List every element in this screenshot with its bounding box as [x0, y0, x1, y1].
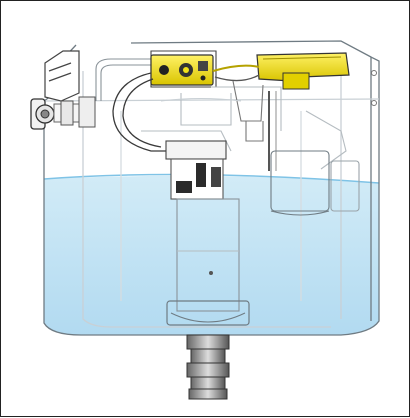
mounting-screws: [371, 70, 377, 106]
electronic-control-module-icon: [150, 54, 214, 86]
inlet-valve-icon: [30, 96, 96, 130]
wiring: [112, 64, 260, 152]
side-bracket: [44, 50, 80, 102]
float-assembly: [270, 150, 360, 216]
electronic-actuator-icon: [256, 52, 350, 90]
upper-mechanism: [95, 50, 347, 171]
flush-valve-icon: [165, 140, 250, 326]
outlet-pipe-icon: [186, 334, 230, 400]
water-fill: [44, 175, 379, 335]
